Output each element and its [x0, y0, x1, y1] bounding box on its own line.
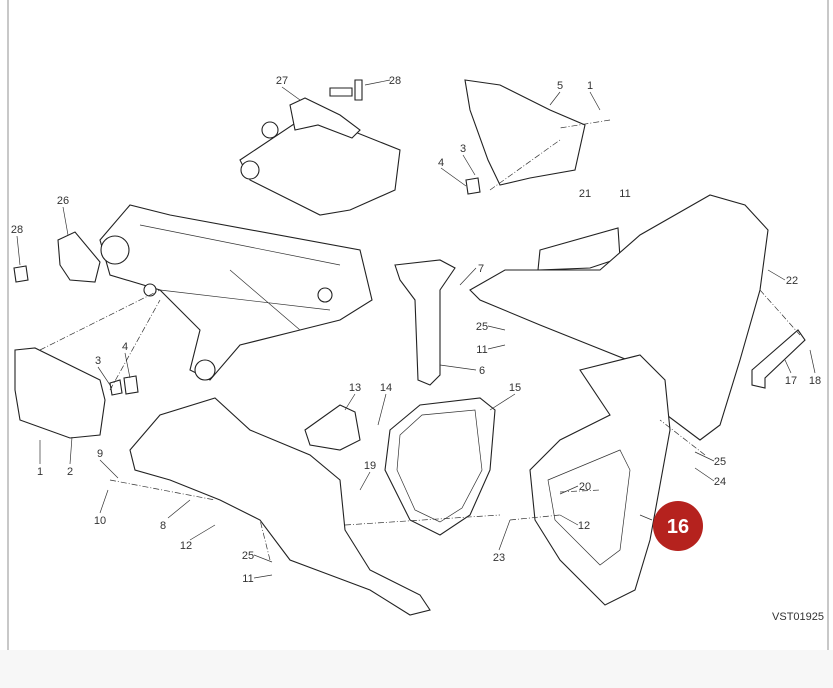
callout-28[interactable]: 28	[389, 75, 401, 87]
callout-7[interactable]: 7	[478, 263, 484, 275]
callout-26[interactable]: 26	[57, 195, 69, 207]
callout-18[interactable]: 18	[809, 375, 821, 387]
part-3-4-bushing[interactable]	[465, 177, 481, 195]
callout-2[interactable]: 2	[67, 466, 73, 478]
callout-21[interactable]: 21	[579, 188, 591, 200]
drawing-code: VST01925	[772, 611, 824, 623]
callout-3[interactable]: 3	[460, 143, 466, 155]
part-27-bracket[interactable]	[289, 97, 361, 139]
callout-12[interactable]: 12	[578, 520, 590, 532]
callout-12[interactable]: 12	[180, 540, 192, 552]
callout-11[interactable]: 11	[242, 573, 253, 585]
callout-10[interactable]: 10	[94, 515, 106, 527]
frame-chassis	[99, 119, 401, 381]
callout-25[interactable]: 25	[714, 456, 726, 468]
callout-5[interactable]: 5	[557, 80, 563, 92]
callout-11[interactable]: 11	[619, 188, 630, 200]
part-8-lower-fairing[interactable]	[129, 397, 431, 616]
badge-label: 16	[667, 516, 689, 538]
callout-20[interactable]: 20	[579, 481, 591, 493]
callout-4[interactable]: 4	[438, 157, 444, 169]
diagram-frame	[7, 0, 829, 650]
part-5-bracket[interactable]	[464, 79, 586, 186]
callout-8[interactable]: 8	[160, 520, 166, 532]
leader-lines	[16, 79, 816, 579]
callout-1[interactable]: 1	[37, 466, 43, 478]
part-26-bracket[interactable]	[57, 231, 101, 283]
callout-27[interactable]: 27	[276, 75, 288, 87]
bottom-band	[0, 650, 833, 688]
callout-1[interactable]: 1	[587, 80, 593, 92]
callout-28[interactable]: 28	[11, 224, 23, 236]
callout-4[interactable]: 4	[122, 341, 128, 353]
part-28-bolt[interactable]	[329, 79, 363, 101]
callout-3[interactable]: 3	[95, 355, 101, 367]
callout-15[interactable]: 15	[509, 382, 521, 394]
part-6-duct[interactable]	[394, 259, 456, 386]
part-17-bracket[interactable]	[751, 329, 806, 389]
part-28-nut[interactable]	[13, 265, 29, 283]
callout-14[interactable]: 14	[380, 382, 392, 394]
part-13-bracket[interactable]	[304, 404, 361, 451]
part-15-inner-panel[interactable]	[384, 397, 496, 536]
callout-9[interactable]: 9	[97, 448, 103, 460]
callout-22[interactable]: 22	[786, 275, 798, 287]
callout-23[interactable]: 23	[493, 552, 505, 564]
callout-17[interactable]: 17	[785, 375, 797, 387]
part-21-panel[interactable]	[537, 227, 621, 271]
callout-13[interactable]: 13	[349, 382, 361, 394]
callout-labels: 27 28 5 1 3 4 11 21 26 28 22 7 25 11 6 3…	[11, 75, 821, 585]
callout-24[interactable]: 24	[714, 476, 726, 488]
callout-6[interactable]: 6	[479, 365, 485, 377]
callout-11[interactable]: 11	[476, 344, 487, 356]
highlighted-part-badge[interactable]: 16	[653, 501, 703, 551]
callout-25[interactable]: 25	[476, 321, 488, 333]
part-16-side-panel[interactable]	[529, 354, 671, 606]
part-2-side-cover[interactable]	[14, 347, 106, 439]
part-3-4-spacer[interactable]	[109, 375, 139, 396]
part-22-fairing[interactable]	[469, 194, 769, 441]
callout-19[interactable]: 19	[364, 460, 376, 472]
callout-25[interactable]: 25	[242, 550, 254, 562]
